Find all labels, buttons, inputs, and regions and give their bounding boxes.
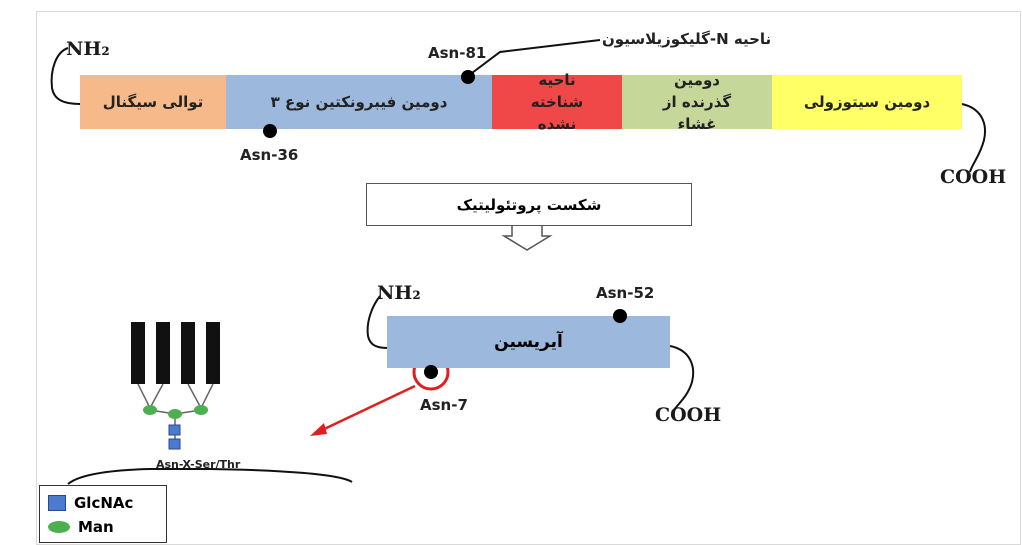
- domain-cytosolic-label: دومین سیتوزولی: [803, 93, 931, 111]
- proteolytic-cleavage-box: شکست پروتئولیتیک: [366, 183, 692, 226]
- mature-nh2-label: NH₂: [377, 282, 421, 304]
- asn36-site-dot: [263, 124, 277, 138]
- legend-glcnac-label: GlcNAc: [74, 494, 134, 512]
- asn52-label: Asn-52: [596, 284, 655, 302]
- domain-fibronectin-label: دومین فیبرونکتین نوع ۳: [270, 93, 448, 111]
- glcnac-square-icon: [48, 495, 66, 511]
- man-node: [168, 409, 182, 419]
- asn81-leader: [467, 39, 601, 77]
- mature-nh2-chain: [366, 295, 389, 349]
- man-ellipse-icon: [48, 521, 70, 533]
- glycan-bar-4: [206, 322, 220, 384]
- asn7-label: Asn-7: [420, 396, 468, 414]
- domain-fibronectin: دومین فیبرونکتین نوع ۳: [226, 75, 492, 129]
- red-arrow-line: [317, 384, 416, 434]
- asn81-site-dot: [461, 70, 475, 84]
- glycan-bar-2: [156, 322, 170, 384]
- glycan-bar-1: [131, 322, 145, 384]
- glycosylation-region-label: ناحیه N-گلیکوزیلاسیون: [602, 30, 772, 48]
- asn7-site-dot: [424, 365, 438, 379]
- mature-cooh-chain: [669, 345, 695, 411]
- irisin-bar: آیریسین: [387, 316, 670, 368]
- down-arrow: [501, 226, 553, 251]
- glycan-motif-label: Asn-X-Ser/Thr: [156, 458, 241, 471]
- glcnac-node: [168, 424, 181, 436]
- domain-cytosolic: دومین سیتوزولی: [772, 75, 962, 129]
- domain-transmembrane: دومین گذرنده از غشاء: [622, 71, 772, 133]
- man-node: [143, 405, 157, 415]
- precursor-cooh-chain: [961, 103, 986, 173]
- domain-signal: توالی سیگنال: [80, 75, 226, 129]
- legend-man: Man: [48, 518, 114, 536]
- glycan-protein-chain: [67, 468, 353, 485]
- precursor-cooh-label: COOH: [940, 166, 1007, 188]
- man-node: [194, 405, 208, 415]
- precursor-nh2-chain: [50, 47, 81, 105]
- domain-unknown: ناحیه شناخته نشده: [492, 71, 622, 133]
- precursor-nh2-label: NH₂: [66, 38, 110, 60]
- domain-unknown-label: ناحیه شناخته نشده: [530, 71, 584, 133]
- legend: GlcNAc Man: [39, 485, 167, 543]
- proteolytic-cleavage-label: شکست پروتئولیتیک: [456, 195, 602, 214]
- domain-transmembrane-label: دومین گذرنده از غشاء: [662, 71, 732, 133]
- legend-man-label: Man: [78, 518, 114, 536]
- glcnac-node: [168, 438, 181, 450]
- asn36-label: Asn-36: [240, 146, 299, 164]
- domain-signal-label: توالی سیگنال: [102, 93, 204, 111]
- asn52-site-dot: [613, 309, 627, 323]
- red-arrow-head: [310, 423, 327, 436]
- asn81-label: Asn-81: [428, 44, 487, 62]
- irisin-label: آیریسین: [494, 332, 563, 352]
- legend-glcnac: GlcNAc: [48, 494, 133, 512]
- glycan-bar-3: [181, 322, 195, 384]
- glycan-structure: [131, 322, 220, 450]
- mature-cooh-label: COOH: [655, 404, 722, 426]
